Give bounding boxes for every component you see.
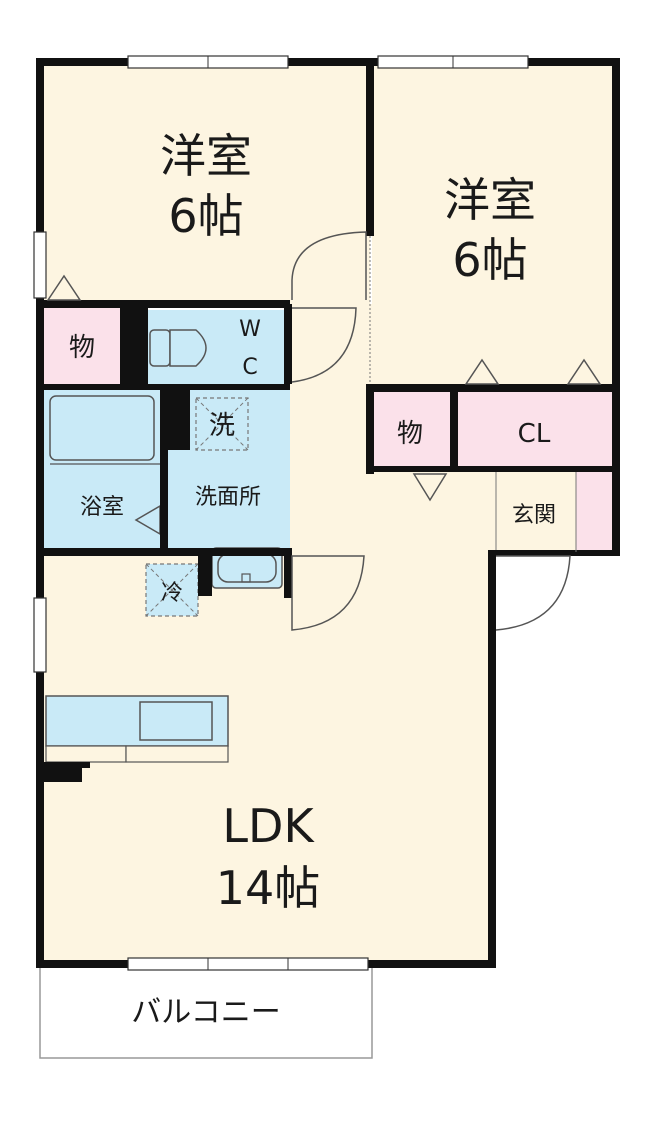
ldk-size: 14帖 <box>216 861 321 915</box>
washroom-label: 洗面所 <box>195 485 261 510</box>
balcony-label: バルコニー <box>131 995 280 1030</box>
walls <box>36 58 620 968</box>
room1-size: 6帖 <box>168 189 243 243</box>
door-entrance-swing <box>495 555 571 631</box>
bathtub <box>49 395 155 461</box>
storage-door-mark-2 <box>412 473 448 502</box>
ldk-name: LDK <box>222 799 315 853</box>
shoe-storage-floor <box>576 472 612 552</box>
toilet-bowl <box>169 329 207 367</box>
kitchen-sink <box>139 701 213 741</box>
door-toilet-swing <box>291 307 357 383</box>
labels: 洋室 6帖 洋室 6帖 物 W C 洗 浴室 洗面所 物 CL 玄関 冷 LDK… <box>69 129 556 1030</box>
storage-door-mark-1 <box>46 274 82 301</box>
door-ldk-swing <box>291 555 365 631</box>
entrance-floor <box>492 470 576 554</box>
door-room1-swing <box>291 231 367 300</box>
western-room-2-floor <box>372 62 614 388</box>
washer-label: 洗 <box>209 411 235 441</box>
hallway-floor <box>290 304 372 554</box>
room2-size: 6帖 <box>452 233 527 287</box>
fixtures <box>40 329 283 782</box>
fridge-label: 冷 <box>161 581 183 606</box>
entrance-label: 玄関 <box>512 503 556 528</box>
hallway-lower-floor <box>372 470 492 554</box>
windows <box>33 55 529 971</box>
toilet-label-c: C <box>242 355 257 380</box>
storage-1-floor <box>40 304 120 384</box>
bathroom-label: 浴室 <box>80 495 124 520</box>
room2-name: 洋室 <box>444 173 536 227</box>
storage2-label: 物 <box>397 419 423 449</box>
closet-door-mark-2 <box>566 358 602 385</box>
closet-floor <box>456 392 612 468</box>
floors <box>39 62 614 1059</box>
toilet-tank <box>149 329 171 367</box>
storage-2-floor <box>372 392 454 468</box>
fridge-space <box>145 563 199 617</box>
closet-door-mark-1 <box>464 358 500 385</box>
storage1-label: 物 <box>69 333 95 363</box>
balcony-floor <box>39 965 373 1059</box>
doors <box>46 231 602 631</box>
western-room-1-floor <box>40 62 370 304</box>
closet-label: CL <box>518 419 551 449</box>
toilet-label-w: W <box>239 317 261 342</box>
room1-name: 洋室 <box>160 129 252 183</box>
pillar <box>40 762 90 782</box>
